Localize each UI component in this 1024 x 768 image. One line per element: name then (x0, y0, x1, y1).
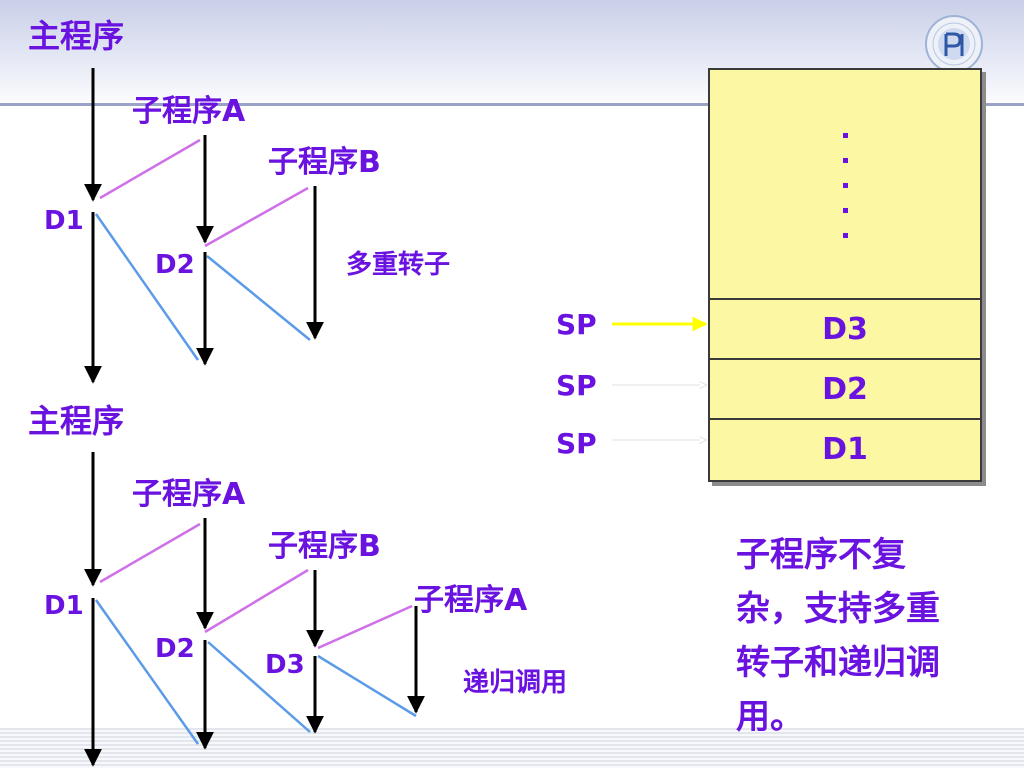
slide-footer-band (0, 728, 1024, 768)
summary-note: 子程序不复杂，支持多重转子和递归调用。 (736, 535, 940, 737)
ellipsis-dot (842, 157, 848, 163)
ellipsis-dot (842, 232, 848, 238)
header-divider (0, 103, 1024, 106)
recursive-call-note: 递归调用 (463, 668, 568, 698)
ellipsis-dot (842, 182, 848, 188)
subroutine-b-label: 子程序B (268, 145, 381, 180)
stack-cell-d1: D1 (822, 431, 868, 467)
call-line-main-to-a (99, 138, 201, 200)
return-address-d1-label: D1 (44, 206, 84, 236)
return-line-a-to-main (94, 213, 200, 361)
sp-label-active: SP (556, 308, 597, 341)
subroutine-b-label: 子程序B (268, 529, 381, 564)
return-address-d3-label: D3 (265, 650, 305, 680)
subroutine-a-recursive-label: 子程序A (414, 583, 528, 618)
diagram1-lines (84, 68, 324, 384)
stack-divider (710, 298, 980, 300)
call-line-b-to-a2 (317, 604, 413, 650)
main-program-label: 主程序 (28, 17, 125, 55)
return-line-a-to-main (94, 599, 200, 745)
university-logo-icon (925, 15, 983, 73)
diagram2-lines (84, 452, 425, 767)
stack-cell-d3: D3 (822, 311, 868, 347)
sp-label-previous: SP (556, 369, 597, 402)
stack-cell-d2: D2 (822, 371, 868, 407)
stack-memory: D3 D2 D1 (708, 68, 982, 482)
return-address-d2-label: D2 (155, 634, 195, 664)
stack-divider (710, 358, 980, 360)
main-program-label: 主程序 (28, 402, 125, 440)
ellipsis-dot (842, 207, 848, 213)
subroutine-a-label: 子程序A (132, 477, 246, 512)
subroutine-a-label: 子程序A (132, 94, 246, 129)
nested-call-note: 多重转子 (346, 250, 451, 280)
stack-ellipsis (710, 70, 980, 300)
call-line-a-to-b (204, 186, 309, 248)
call-line-a-to-b (204, 568, 309, 634)
call-line-main-to-a (99, 522, 201, 584)
return-line-b-to-a (206, 255, 311, 341)
sp-arrows (612, 316, 708, 440)
return-address-d1-label: D1 (44, 591, 84, 621)
return-line-b-to-a (207, 641, 311, 733)
ellipsis-dot (842, 132, 848, 138)
stack-divider (710, 418, 980, 420)
return-line-a2-to-b (317, 654, 417, 718)
sp-label-initial: SP (556, 427, 597, 460)
return-address-d2-label: D2 (155, 250, 195, 280)
